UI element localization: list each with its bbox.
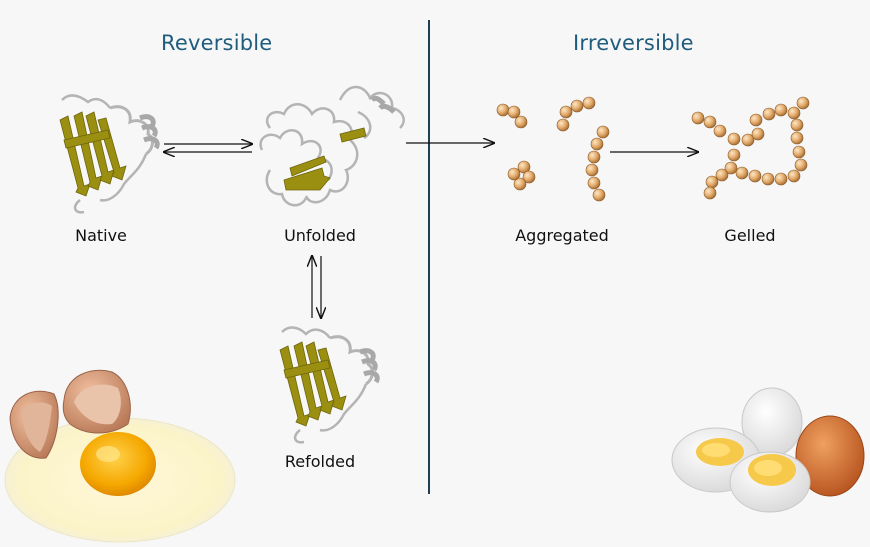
native-unfolded-equilibrium-arrows	[164, 144, 252, 152]
gelled-network-icon	[691, 96, 810, 200]
refolded-label: Refolded	[284, 452, 356, 471]
unfolded-refolded-equilibrium-arrows	[312, 256, 321, 318]
boiled-egg-icon	[671, 387, 865, 513]
refolded-protein-icon	[279, 326, 380, 444]
unfolded-protein-icon	[259, 85, 405, 207]
native-label: Native	[75, 226, 127, 245]
reversible-heading: Reversible	[161, 31, 273, 55]
irreversible-heading: Irreversible	[573, 31, 694, 55]
unfolded-label: Unfolded	[284, 226, 356, 245]
aggregated-label: Aggregated	[515, 226, 609, 245]
gelled-label: Gelled	[724, 226, 776, 245]
raw-egg-icon	[4, 369, 236, 543]
native-protein-icon	[59, 94, 160, 214]
aggregated-clusters-icon	[496, 96, 610, 202]
